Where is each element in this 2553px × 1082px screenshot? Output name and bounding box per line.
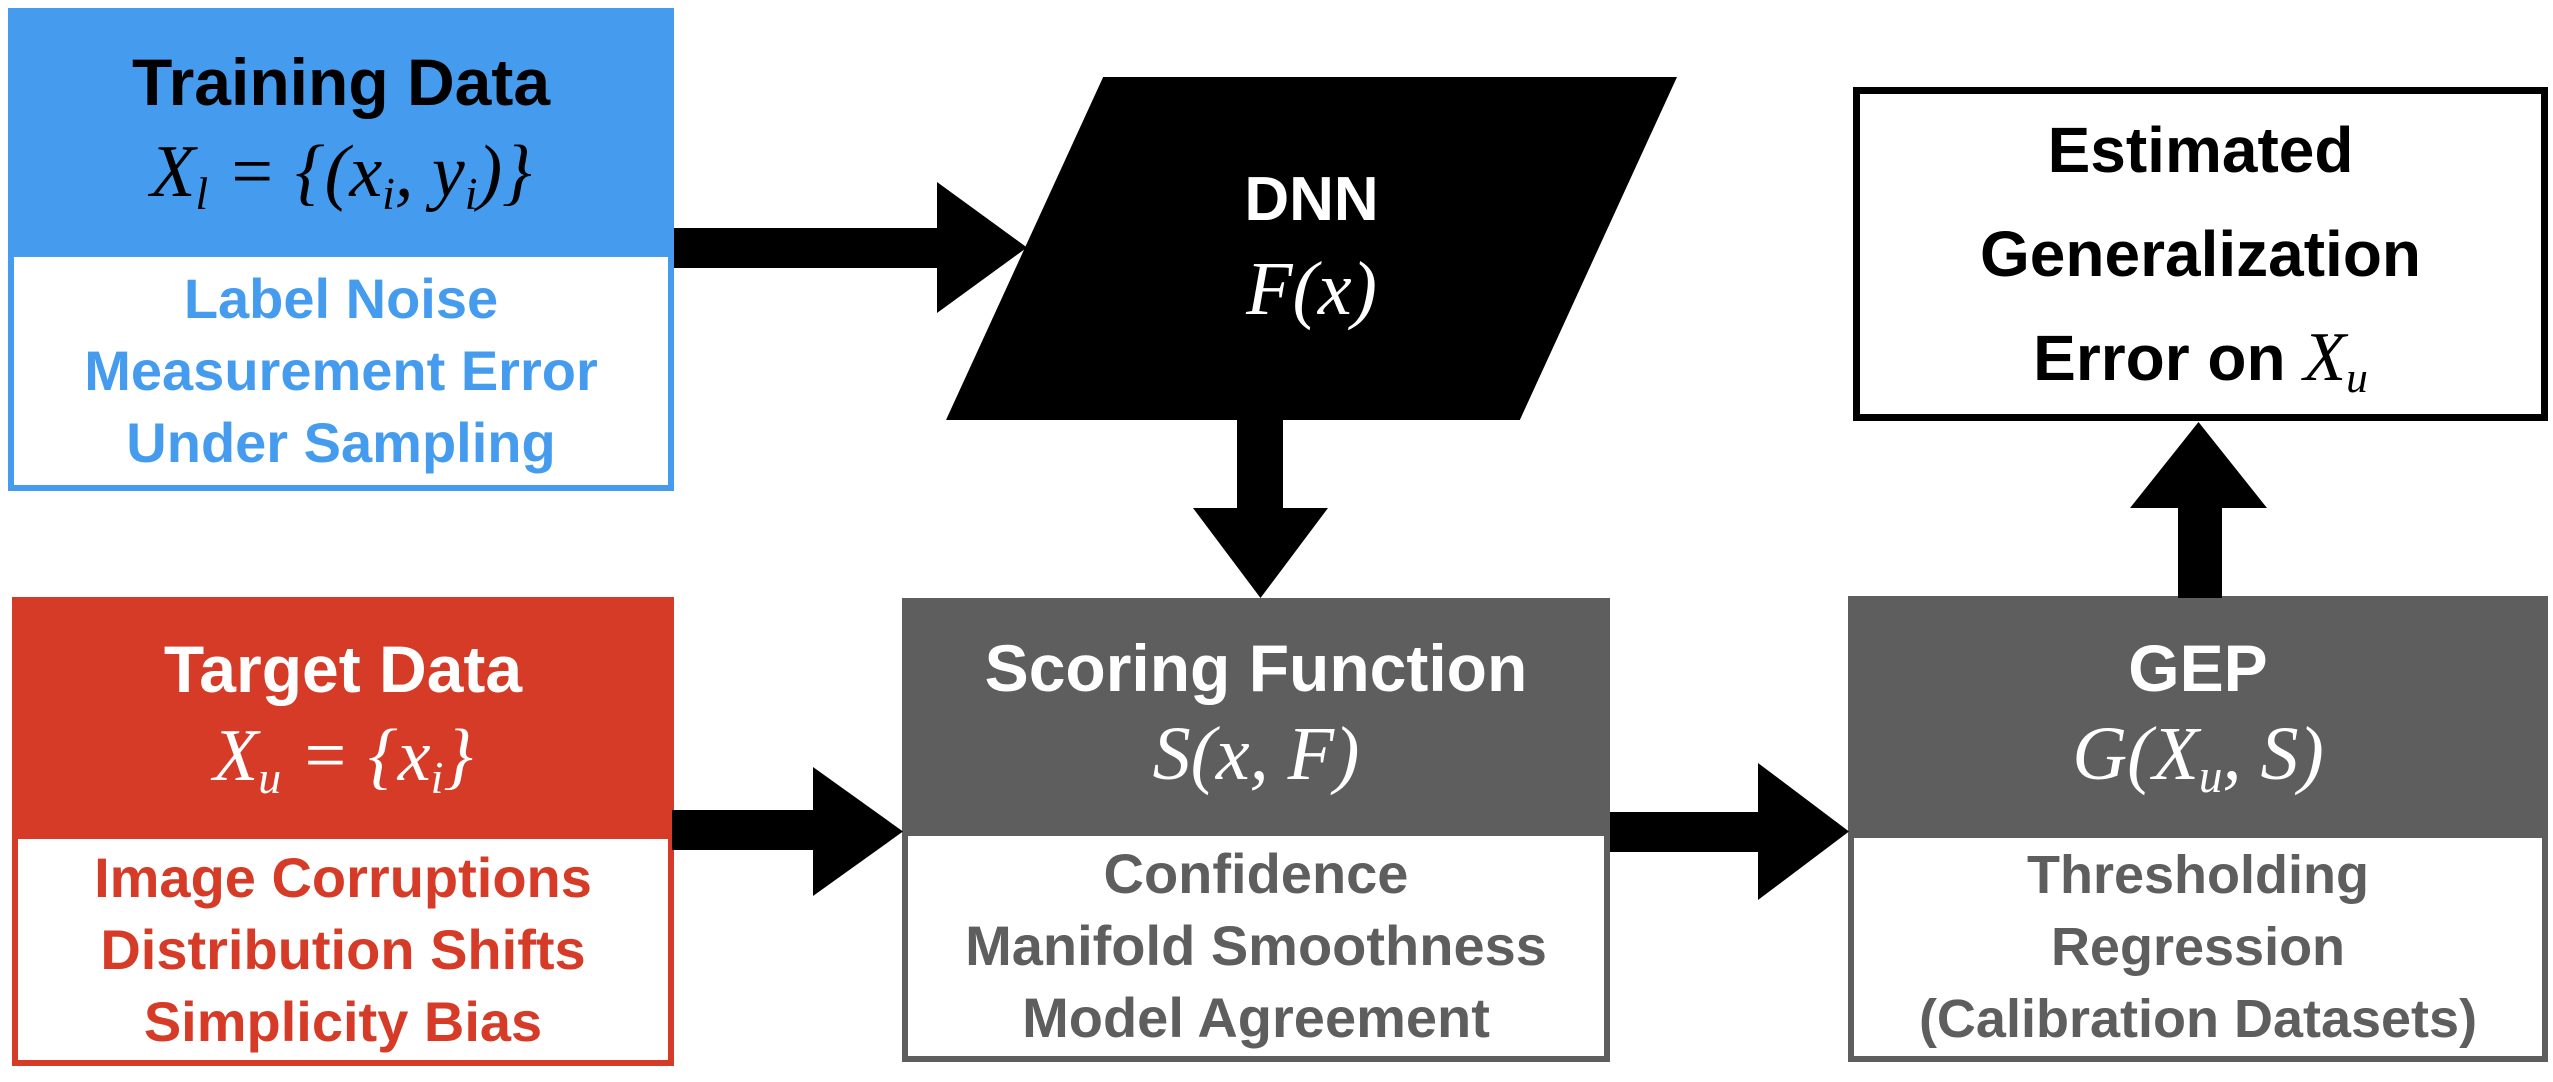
scoring-function-formula: S(x, F): [1152, 711, 1360, 796]
estimated-error-line: Estimated: [2047, 114, 2354, 186]
training-data-box: Training Data Xl = {(xi, yi)}: [8, 8, 674, 251]
arrow-gep-to-estimated-shaft: [2178, 506, 2222, 598]
arrow-scoring-to-gep-head-icon: [1758, 763, 1849, 900]
dnn-formula: F(x): [1246, 246, 1377, 331]
scoring-function-title: Scoring Function: [984, 630, 1528, 705]
arrow-training-to-dnn-shaft: [674, 228, 940, 268]
arrow-dnn-to-scoring-shaft: [1237, 418, 1283, 510]
gep-method: (Calibration Datasets): [1918, 989, 2478, 1049]
gep-method: Thresholding: [2027, 845, 2369, 905]
training-data-issues-box: Label Noise Measurement Error Under Samp…: [8, 251, 674, 491]
target-issue: Image Corruptions: [94, 845, 592, 909]
scoring-method: Confidence: [1103, 842, 1409, 905]
scoring-function-box: Scoring Function S(x, F): [902, 598, 1610, 830]
gep-method: Regression: [2050, 917, 2346, 977]
estimated-error-line: Error on Xu: [2033, 306, 2368, 410]
gep-title: GEP: [2128, 630, 2268, 705]
arrow-dnn-to-scoring-head-icon: [1193, 508, 1328, 598]
scoring-method: Model Agreement: [1022, 986, 1490, 1049]
target-data-formula: Xu = {xi}: [213, 714, 473, 803]
training-issue: Under Sampling: [126, 411, 556, 474]
estimated-error-box: Estimated Generalization Error on Xu: [1853, 87, 2548, 421]
training-issue: Measurement Error: [84, 339, 598, 402]
training-data-title: Training Data: [131, 44, 551, 119]
target-data-title: Target Data: [163, 632, 523, 706]
arrow-gep-to-estimated-head-icon: [2130, 422, 2267, 508]
target-issue: Simplicity Bias: [143, 989, 543, 1053]
estimated-error-line3-text: Error on: [2033, 322, 2304, 394]
dnn-title: DNN: [1244, 164, 1379, 234]
gep-methods-box: Thresholding Regression (Calibration Dat…: [1848, 832, 2548, 1062]
scoring-methods-box: Confidence Manifold Smoothness Model Agr…: [902, 830, 1610, 1062]
target-issue: Distribution Shifts: [100, 917, 586, 981]
training-data-formula: Xl = {(xi, yi)}: [150, 131, 532, 219]
arrow-scoring-to-gep-shaft: [1610, 812, 1760, 852]
gep-box: GEP G(Xu, S): [1848, 596, 2548, 832]
arrow-target-to-scoring-head-icon: [813, 767, 903, 896]
target-data-issues-box: Image Corruptions Distribution Shifts Si…: [12, 833, 674, 1066]
scoring-method: Manifold Smoothness: [965, 914, 1547, 977]
dnn-parallelogram: DNN F(x): [946, 77, 1677, 420]
estimated-error-line3-math: Xu: [2303, 319, 2368, 403]
target-data-box: Target Data Xu = {xi}: [12, 597, 674, 833]
gep-formula: G(Xu, S): [2072, 711, 2324, 803]
estimated-error-line: Generalization: [1980, 218, 2421, 290]
arrow-target-to-scoring-shaft: [672, 810, 814, 850]
training-issue: Label Noise: [183, 267, 499, 330]
